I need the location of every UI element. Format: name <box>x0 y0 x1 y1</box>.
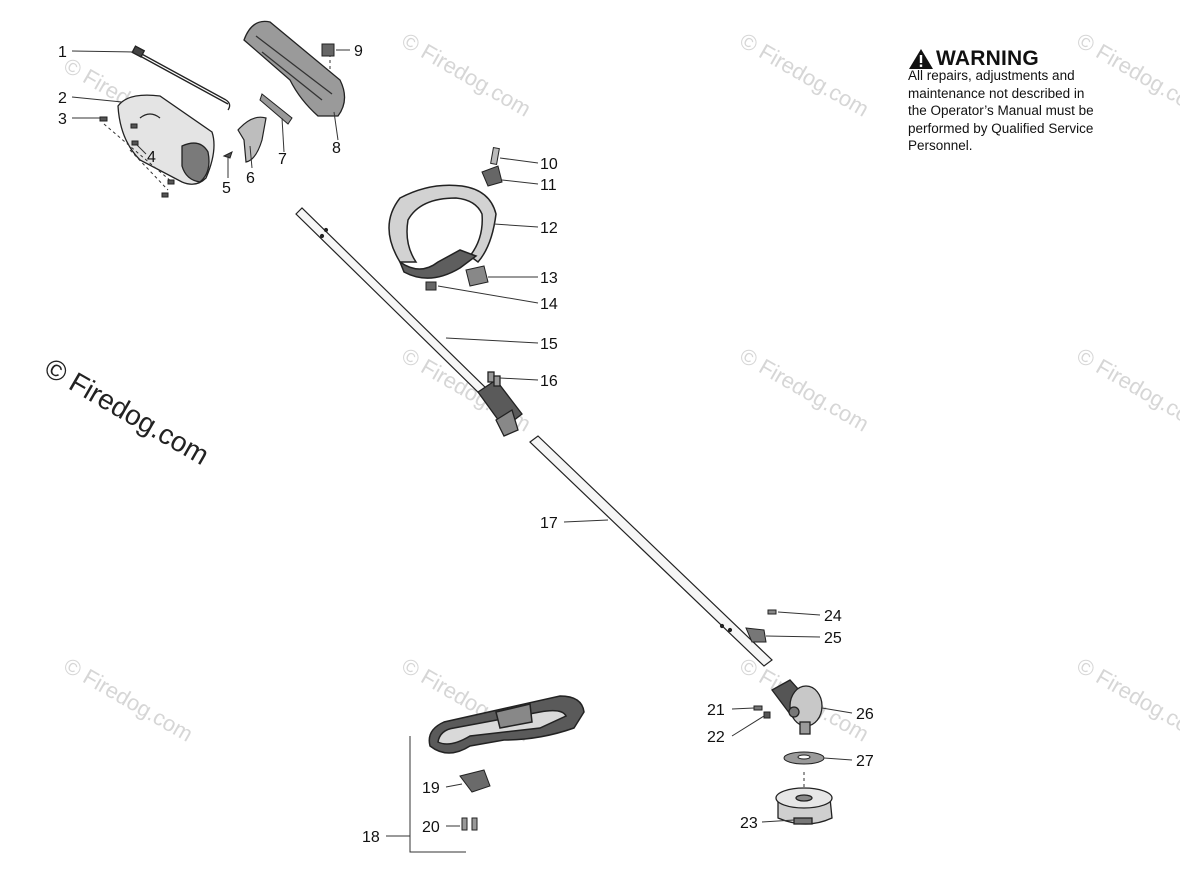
part-22-washer <box>763 711 771 719</box>
part-5-clip <box>222 151 233 159</box>
callout-14: 14 <box>540 296 558 313</box>
callout-20: 20 <box>422 819 440 836</box>
callout-10: 10 <box>540 156 558 173</box>
callout-6: 6 <box>246 170 255 187</box>
callout-2: 2 <box>58 90 67 107</box>
warning-line: the Operator’s Manual must be <box>908 103 1094 118</box>
part-3-4-screws <box>99 116 175 198</box>
part-26-gearhead <box>771 679 823 735</box>
part-11-clamp <box>481 165 503 187</box>
callout-5: 5 <box>222 180 231 197</box>
callout-27: 27 <box>856 753 874 770</box>
part-13-handle-bracket <box>465 265 489 287</box>
callout-12: 12 <box>540 220 558 237</box>
warning-line: Personnel. <box>908 138 973 153</box>
part-20-screws <box>461 817 478 831</box>
callout-4: 4 <box>147 149 156 166</box>
part-2-shield <box>117 94 215 185</box>
part-25-guard-bracket <box>745 627 767 643</box>
part-19-guard-bracket <box>459 769 491 793</box>
callout-17: 17 <box>540 515 558 532</box>
callout-13: 13 <box>540 270 558 287</box>
callout-9: 9 <box>354 43 363 60</box>
part-24-screw <box>767 609 777 615</box>
watermark-repeat: © Firedog.com <box>736 343 874 437</box>
callout-18: 18 <box>362 829 380 846</box>
callout-15: 15 <box>540 336 558 353</box>
part-18-grass-guard <box>428 695 585 754</box>
part-7-lever <box>259 93 293 125</box>
watermark-repeat: © Firedog.com <box>1073 343 1180 437</box>
part-17-lower-shaft <box>529 435 773 667</box>
warning-triangle-icon <box>909 49 933 69</box>
watermark-repeat: © Firedog.com <box>398 28 536 122</box>
callout-11: 11 <box>540 177 557 194</box>
callout-1: 1 <box>58 44 67 61</box>
callout-22: 22 <box>707 729 725 746</box>
callout-19: 19 <box>422 780 440 797</box>
part-27-washer <box>783 751 825 765</box>
watermark-repeat: © Firedog.com <box>1073 653 1180 747</box>
callout-24: 24 <box>824 608 842 625</box>
part-23-trimmer-head <box>775 787 833 825</box>
callout-7: 7 <box>278 151 287 168</box>
warning-line: performed by Qualified Service <box>908 120 1094 136</box>
callout-23: 23 <box>740 815 758 832</box>
group-18-bracket <box>409 736 466 853</box>
part-16-coupler <box>477 371 523 437</box>
callout-labels: 1 2 3 4 5 6 7 8 9 10 11 12 13 14 15 16 1… <box>58 43 874 846</box>
part-12-assist-handle <box>388 184 497 279</box>
part-6-trigger <box>237 116 267 163</box>
callout-25: 25 <box>824 630 842 647</box>
warning-title: WARNING <box>936 47 1039 70</box>
part-9-nut <box>321 43 335 57</box>
callout-21: 21 <box>707 702 725 719</box>
watermark-repeat: © Firedog.com <box>736 28 874 122</box>
leader-lines <box>71 49 853 837</box>
part-10-bolt <box>490 147 500 165</box>
warning-line: All repairs, adjustments and <box>908 68 1075 83</box>
part-8-handle-housing <box>243 20 346 117</box>
part-21-screw <box>753 705 763 711</box>
part-1-throttle-cable <box>131 45 231 111</box>
callout-3: 3 <box>58 111 67 128</box>
callout-26: 26 <box>856 706 874 723</box>
watermark-repeat: © Firedog.com <box>60 653 198 747</box>
callout-16: 16 <box>540 373 558 390</box>
warning-text: All repairs, adjustments and maintenance… <box>908 67 1158 155</box>
callout-8: 8 <box>332 140 341 157</box>
part-14-spacer <box>425 281 437 291</box>
warning-line: maintenance not described in <box>908 85 1085 101</box>
